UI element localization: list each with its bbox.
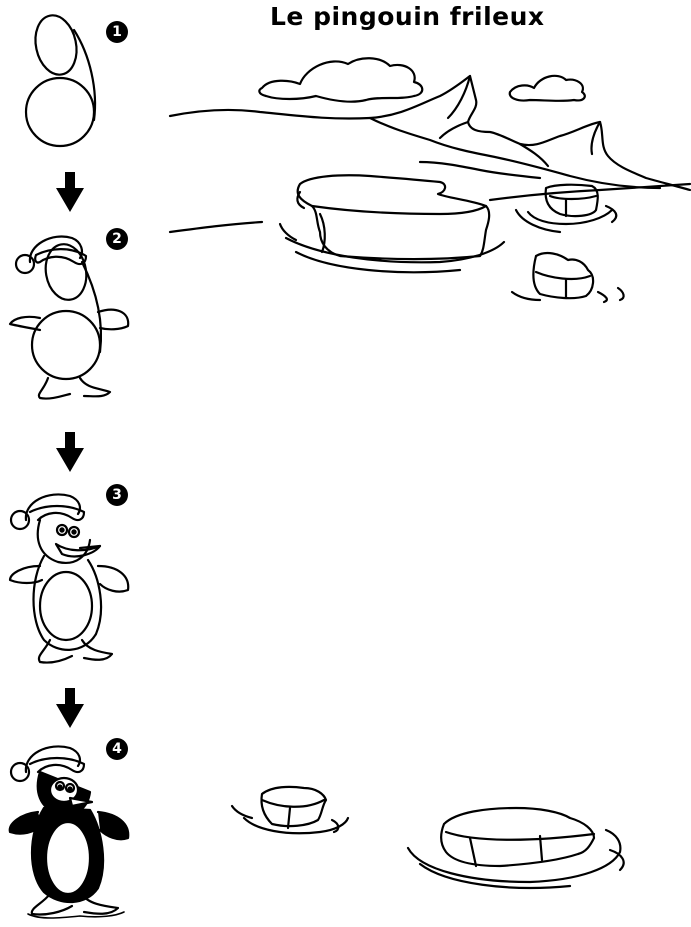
- ice-floe-small: [261, 787, 326, 826]
- step-3-badge: 3: [106, 484, 128, 506]
- cloud: [510, 76, 585, 101]
- cloud: [259, 58, 422, 101]
- down-arrow-icon: [56, 172, 84, 212]
- ice-floe-small: [533, 253, 593, 298]
- ice-floe-large: [298, 175, 490, 259]
- step-2-badge: 2: [106, 228, 128, 250]
- page-title: Le pingouin frileux: [270, 2, 545, 31]
- down-arrow-icon: [56, 432, 84, 472]
- ice-floe-large: [441, 808, 594, 866]
- ice-floe-small: [546, 185, 598, 216]
- step-1-badge: 1: [106, 21, 128, 43]
- step-4-badge: 4: [106, 738, 128, 760]
- down-arrow-icon: [56, 688, 84, 728]
